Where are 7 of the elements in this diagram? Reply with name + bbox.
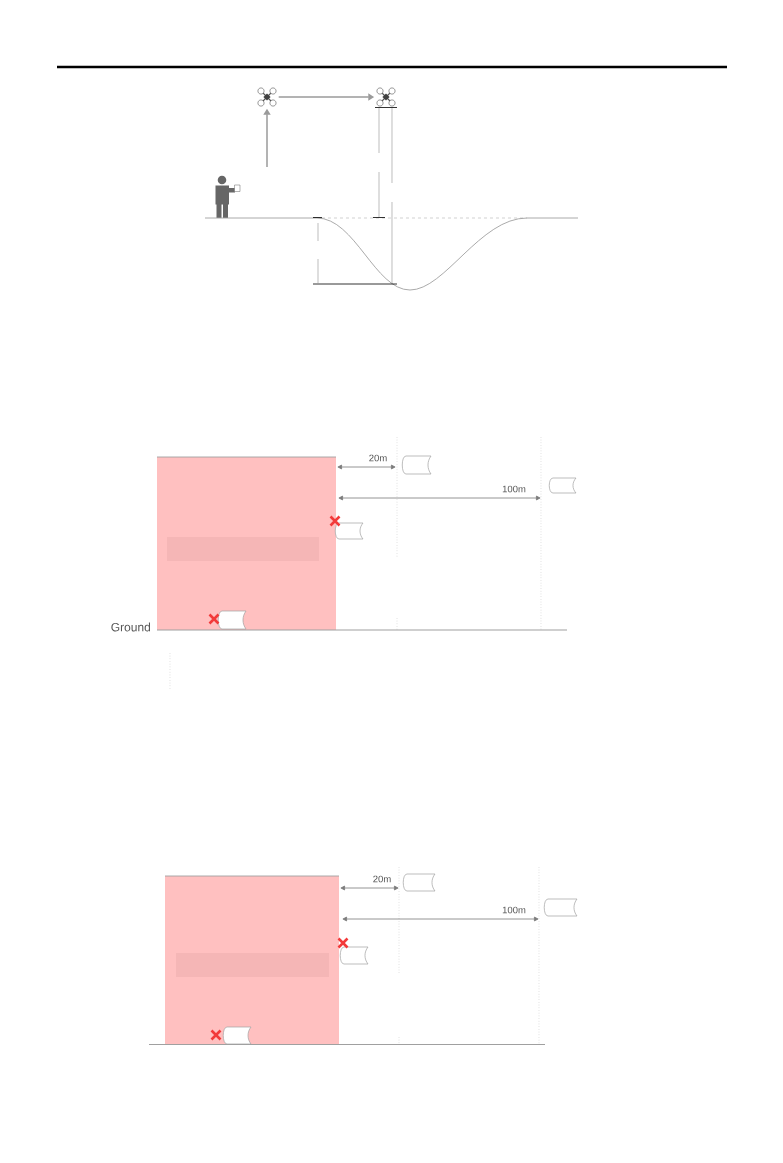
dimension-label: 100m	[502, 906, 526, 914]
ground-label: Ground	[111, 622, 150, 632]
drone-icon	[376, 87, 396, 107]
dimension-label: 20m	[369, 454, 387, 462]
dimension-label: 100m	[502, 485, 526, 493]
drone-icon	[257, 87, 277, 107]
dimension-label: 20m	[373, 875, 391, 883]
